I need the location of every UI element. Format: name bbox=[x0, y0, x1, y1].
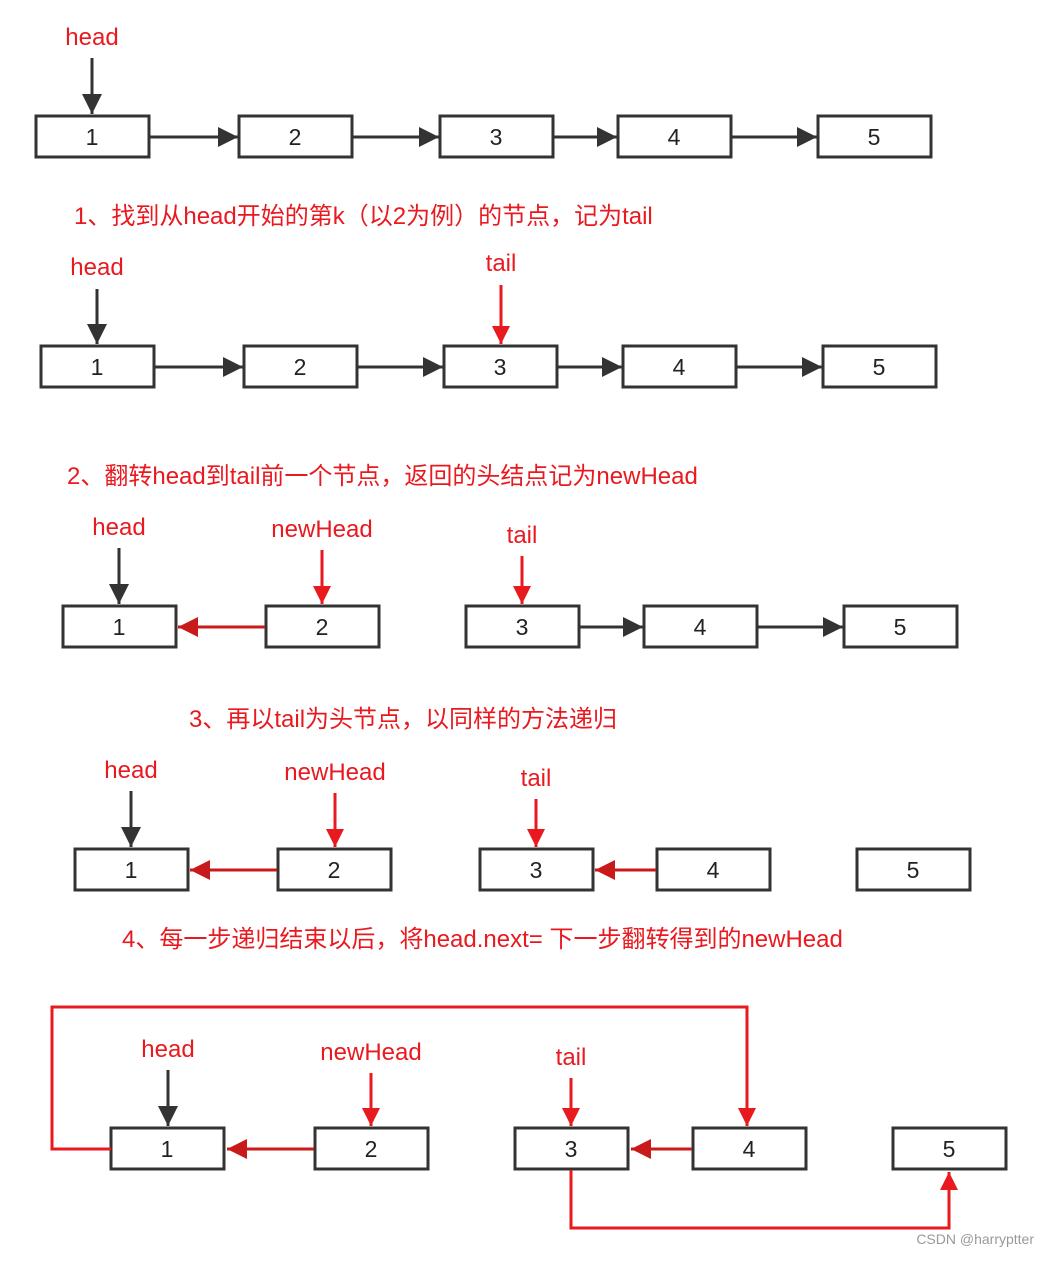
newhead-label: newHead bbox=[320, 1039, 421, 1066]
node-3: 3 bbox=[513, 1126, 630, 1171]
svg-text:2: 2 bbox=[365, 1136, 378, 1162]
svg-text:2: 2 bbox=[294, 354, 307, 380]
node-3: 3 bbox=[442, 344, 559, 389]
svg-text:3: 3 bbox=[565, 1136, 578, 1162]
svg-text:1: 1 bbox=[125, 857, 138, 883]
node-1: 1 bbox=[109, 1126, 226, 1171]
node-1: 1 bbox=[61, 604, 178, 649]
head-label: head bbox=[104, 757, 157, 784]
tail-label: tail bbox=[521, 765, 552, 792]
newhead-label: newHead bbox=[271, 516, 372, 543]
svg-text:5: 5 bbox=[943, 1136, 956, 1162]
tail-next-to-5-arrow bbox=[569, 1170, 958, 1230]
svg-text:5: 5 bbox=[907, 857, 920, 883]
node-4: 4 bbox=[642, 604, 759, 649]
svg-text:4: 4 bbox=[707, 857, 720, 883]
step-1-text: 1、找到从head开始的第k（以2为例）的节点，记为tail bbox=[74, 203, 653, 230]
svg-text:4: 4 bbox=[743, 1136, 756, 1162]
node-2: 2 bbox=[242, 344, 359, 389]
node-2: 2 bbox=[237, 114, 354, 159]
step-3-text: 3、再以tail为头节点，以同样的方法递归 bbox=[189, 706, 617, 733]
node-2: 2 bbox=[313, 1126, 430, 1171]
svg-text:5: 5 bbox=[894, 614, 907, 640]
svg-text:2: 2 bbox=[316, 614, 329, 640]
svg-text:4: 4 bbox=[694, 614, 707, 640]
step-4-text: 4、每一步递归结束以后，将head.next= 下一步翻转得到的newHead bbox=[122, 926, 843, 953]
svg-text:1: 1 bbox=[86, 124, 99, 150]
node-1: 1 bbox=[34, 114, 151, 159]
node-5: 5 bbox=[821, 344, 938, 389]
svg-text:3: 3 bbox=[490, 124, 503, 150]
head-label: head bbox=[92, 514, 145, 541]
watermark: CSDN @harryptter bbox=[916, 1231, 1034, 1247]
svg-text:1: 1 bbox=[91, 354, 104, 380]
row-3: head newHead tail 1 2 3 4 5 bbox=[61, 514, 959, 649]
svg-text:2: 2 bbox=[328, 857, 341, 883]
svg-text:1: 1 bbox=[161, 1136, 174, 1162]
newhead-label: newHead bbox=[284, 759, 385, 786]
head-label: head bbox=[141, 1036, 194, 1063]
node-5: 5 bbox=[842, 604, 959, 649]
tail-label: tail bbox=[507, 522, 538, 549]
node-4: 4 bbox=[691, 1126, 808, 1171]
tail-label: tail bbox=[556, 1044, 587, 1071]
svg-text:4: 4 bbox=[668, 124, 681, 150]
head-label: head bbox=[65, 24, 118, 51]
node-4: 4 bbox=[621, 344, 738, 389]
head-next-to-4-arrow bbox=[50, 1005, 756, 1151]
svg-text:3: 3 bbox=[530, 857, 543, 883]
svg-text:1: 1 bbox=[113, 614, 126, 640]
head-label: head bbox=[70, 254, 123, 281]
node-4: 4 bbox=[616, 114, 733, 159]
svg-text:5: 5 bbox=[868, 124, 881, 150]
node-3: 3 bbox=[438, 114, 555, 159]
node-5: 5 bbox=[855, 847, 972, 892]
step-2-text: 2、翻转head到tail前一个节点，返回的头结点记为newHead bbox=[67, 463, 698, 490]
svg-text:3: 3 bbox=[516, 614, 529, 640]
node-2: 2 bbox=[264, 604, 381, 649]
svg-text:5: 5 bbox=[873, 354, 886, 380]
node-4: 4 bbox=[655, 847, 772, 892]
row-4: head newHead tail 1 2 3 4 5 bbox=[73, 757, 972, 892]
svg-text:2: 2 bbox=[289, 124, 302, 150]
row-2: head tail 1 2 3 4 5 bbox=[39, 250, 938, 389]
svg-text:3: 3 bbox=[494, 354, 507, 380]
node-2: 2 bbox=[276, 847, 393, 892]
node-1: 1 bbox=[39, 344, 156, 389]
tail-label: tail bbox=[486, 250, 517, 277]
svg-text:4: 4 bbox=[673, 354, 686, 380]
node-3: 3 bbox=[478, 847, 595, 892]
row-5: head newHead tail 1 2 3 4 5 bbox=[50, 1005, 1008, 1230]
node-3: 3 bbox=[464, 604, 581, 649]
node-5: 5 bbox=[816, 114, 933, 159]
node-1: 1 bbox=[73, 847, 190, 892]
row-1: head 1 2 3 4 5 bbox=[34, 24, 933, 159]
node-5: 5 bbox=[891, 1126, 1008, 1171]
